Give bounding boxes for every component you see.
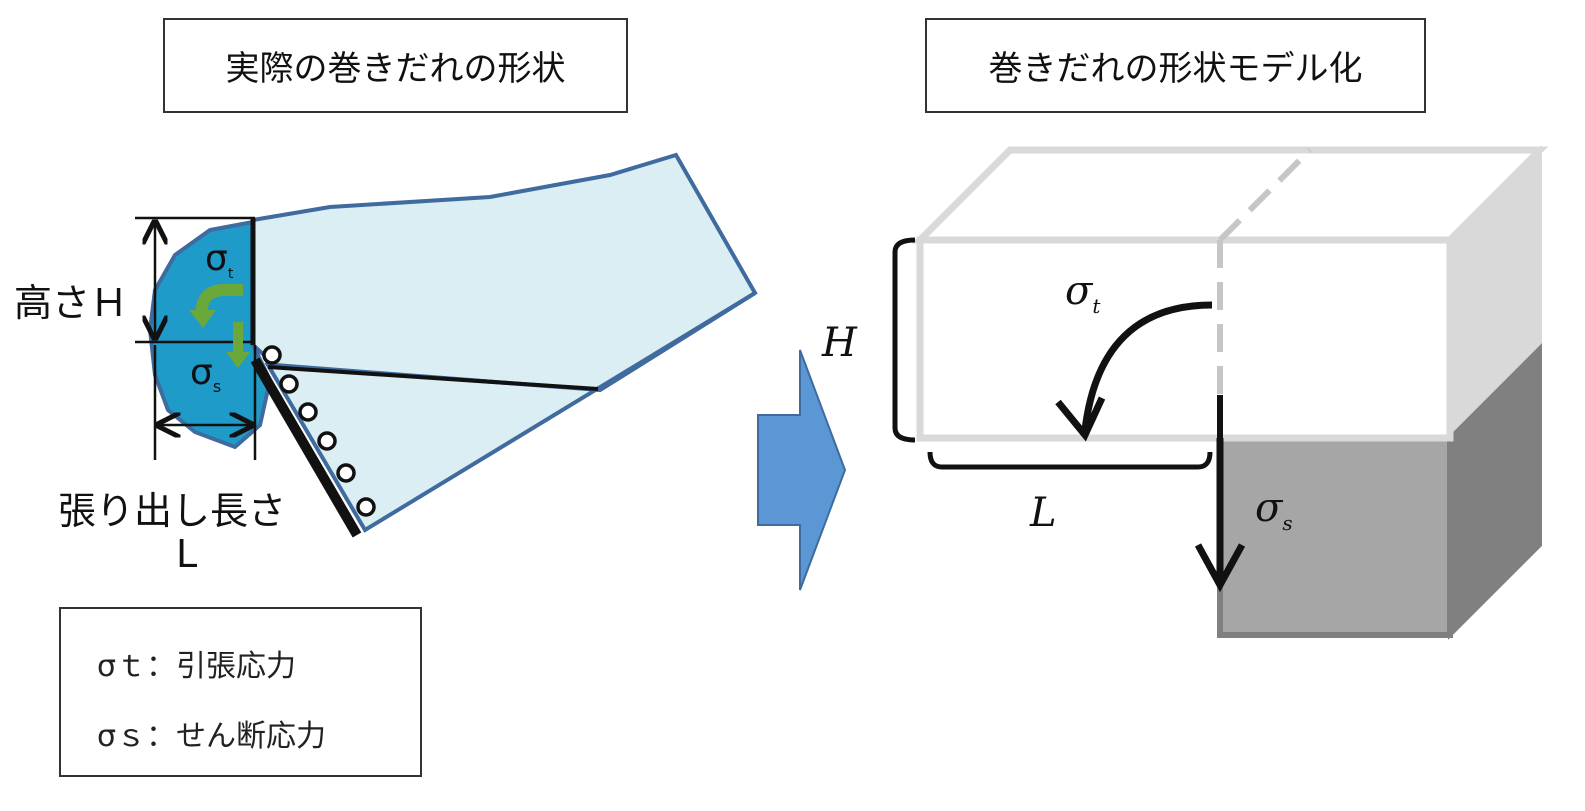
legend-box: σｔ：引張応力 σｓ：せん断応力 (59, 607, 422, 777)
H-bracket (892, 237, 916, 443)
lower-block-front (1217, 435, 1453, 638)
model-tension-arrow-head (1055, 396, 1106, 442)
overhang-label: 張り出し長さ (58, 489, 287, 533)
roller (356, 497, 376, 517)
tension-arrow-head (189, 310, 216, 328)
L-bracket (927, 451, 1213, 470)
left-title: 実際の巻きだれの形状 (225, 49, 566, 89)
right-title: 巻きだれの形状モデル化 (988, 49, 1363, 89)
roller (279, 374, 299, 394)
model-front-face (916, 236, 1454, 442)
roller (262, 345, 282, 365)
model-H-label: H (822, 320, 857, 366)
left-title-box: 実際の巻きだれの形状 (163, 18, 628, 113)
roller (336, 463, 356, 483)
right-title-box: 巻きだれの形状モデル化 (925, 18, 1426, 113)
roller (298, 402, 318, 422)
height-label: 高さＨ (14, 281, 129, 325)
sigma-t-sub: t (227, 266, 234, 283)
upper-slab (251, 152, 758, 393)
shear-arrow-head (226, 352, 250, 368)
lip-bar (250, 357, 362, 538)
overhang-symbol: L (176, 532, 198, 576)
transform-arrow (757, 349, 847, 591)
model-tension-arrow (1081, 301, 1213, 431)
slab-inner-line (267, 365, 599, 391)
roller (317, 431, 337, 451)
sigma-s-label: σs (190, 352, 221, 396)
model-sigma-s-symbol: σ (1255, 485, 1283, 531)
model-top-dash (1217, 147, 1313, 243)
sigma-t-symbol: σ (205, 238, 228, 279)
model-sigma-t-sub: t (1092, 294, 1101, 318)
model-sigma-t-label: σt (1065, 268, 1100, 318)
model-sigma-s-label: σs (1255, 485, 1293, 535)
sigma-t-label: σt (205, 238, 233, 282)
legend-row-shear: σｓ：せん断応力 (97, 719, 327, 754)
model-sigma-s-sub: s (1282, 511, 1293, 535)
model-sigma-t-symbol: σ (1065, 268, 1093, 314)
model-L-label: L (1030, 490, 1057, 536)
shear-arrow-shaft (233, 322, 243, 356)
sigma-s-symbol: σ (190, 352, 213, 393)
rollers (262, 345, 376, 517)
sigma-s-sub: s (212, 377, 222, 397)
model-shear-arrow-head (1194, 543, 1246, 593)
legend-row-tension: σｔ：引張応力 (97, 649, 297, 684)
